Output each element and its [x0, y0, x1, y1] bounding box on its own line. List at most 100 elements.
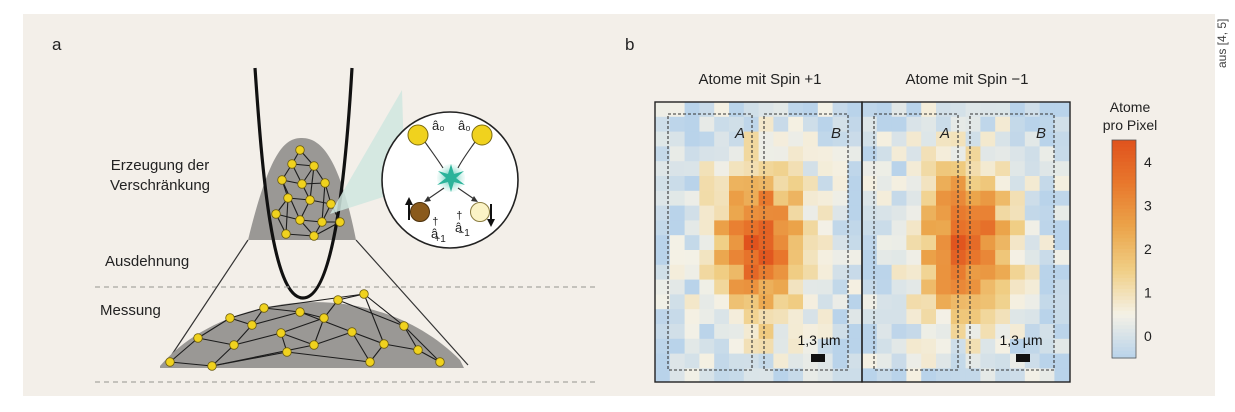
spin-minus-pixel — [891, 102, 907, 118]
spin-plus-pixel — [729, 324, 745, 340]
spin-plus-pixel — [655, 131, 671, 147]
spin-plus-pixel — [758, 309, 774, 325]
spin-minus-pixel — [936, 235, 952, 251]
spin-plus-pixel — [847, 368, 862, 382]
colorbar-segment — [1112, 165, 1136, 170]
expanded-atom-edge — [263, 293, 365, 309]
spin-plus-pixel — [817, 116, 833, 132]
colorbar-segment — [1112, 310, 1136, 315]
spin-minus-pixel — [921, 235, 937, 251]
spin-minus-pixel — [906, 205, 922, 221]
spin-plus-pixel — [669, 279, 685, 295]
spin-plus-pixel — [773, 250, 789, 266]
spin-minus-pixel — [1054, 338, 1070, 354]
spin-plus-pixel — [773, 235, 789, 251]
spin-minus-pixel — [980, 309, 996, 325]
spin-plus-pixel — [817, 279, 833, 295]
expansion-label: Ausdehnung — [105, 253, 189, 270]
spin-plus-pixel — [758, 102, 774, 118]
spin-minus-pixel — [1010, 338, 1026, 354]
expanded-atom-edge — [280, 332, 315, 346]
spin-minus-pixel — [862, 338, 878, 354]
spin-minus-pixel — [1054, 176, 1070, 192]
spin-minus-pixel — [995, 353, 1011, 369]
spin-plus-pixel — [788, 146, 804, 162]
scale-label-right: 1,3 µm — [999, 332, 1042, 348]
spin-plus-pixel — [699, 235, 715, 251]
colorbar-segment — [1112, 176, 1136, 181]
expanded-atom-edge — [169, 337, 199, 363]
spin-plus-pixel — [847, 264, 862, 280]
spin-minus-pixel — [995, 146, 1011, 162]
spin-minus-pixel — [950, 131, 966, 147]
spin-minus-pixel — [1010, 190, 1026, 206]
spin-minus-pixel — [995, 368, 1011, 382]
spin-plus-pixel — [655, 309, 671, 325]
spin-minus-pixel — [891, 146, 907, 162]
spin-plus-pixel — [684, 279, 700, 295]
spin-minus-pixel — [1054, 250, 1070, 266]
spin-plus-pixel — [758, 161, 774, 177]
expanded-atom-edge — [197, 317, 231, 339]
spin-plus-pixel — [847, 353, 862, 369]
spin-minus-pixel — [980, 324, 996, 340]
spin-plus-pixel — [684, 146, 700, 162]
spin-plus-pixel — [788, 250, 804, 266]
colorbar-segment — [1112, 238, 1136, 243]
spin-minus-pixel — [936, 368, 952, 382]
colorbar-segment — [1112, 347, 1136, 352]
spin-plus-pixel — [669, 294, 685, 310]
spin-minus-pixel — [1054, 353, 1070, 369]
spin-plus-pixel — [743, 146, 759, 162]
spin-minus-pixel — [936, 294, 952, 310]
spin-plus-pixel — [669, 235, 685, 251]
spin-minus-pixel — [1010, 102, 1026, 118]
trap-atom-node — [320, 178, 330, 188]
colorbar-segment — [1112, 179, 1136, 185]
colorbar-tick-label: 1 — [1144, 285, 1152, 301]
colorbar-segment — [1112, 150, 1136, 156]
spin-minus-pixel — [1024, 190, 1040, 206]
spin-minus-pixel — [862, 146, 878, 162]
trap-atom-node — [277, 175, 287, 185]
colorbar-segment — [1112, 209, 1136, 214]
spin-plus-pixel — [729, 235, 745, 251]
colorbar-segment — [1112, 187, 1136, 192]
colorbar-segment — [1112, 169, 1136, 174]
spin-plus-pixel — [817, 250, 833, 266]
spin-plus-pixel — [729, 220, 745, 236]
spin-minus-pixel — [921, 368, 937, 382]
spin-minus-pixel — [965, 176, 981, 192]
scale-bar-right — [1016, 354, 1030, 362]
spin-plus-pixel — [788, 309, 804, 325]
operator-a-plus: â†+1 — [431, 216, 446, 245]
colorbar-segment — [1112, 223, 1136, 228]
spin-minus-pixel — [862, 220, 878, 236]
spin-plus-pixel — [817, 294, 833, 310]
spin-plus-pixel — [788, 131, 804, 147]
spin-minus-pixel — [876, 205, 892, 221]
spin-minus-pixel — [1024, 338, 1040, 354]
spin-plus-pixel — [788, 161, 804, 177]
spin-minus-pixel — [1010, 264, 1026, 280]
spin-minus-pixel — [906, 338, 922, 354]
spin-minus-pixel — [921, 190, 937, 206]
trap-atom-node — [297, 179, 307, 189]
spin-plus-pixel — [669, 324, 685, 340]
spin-minus-pixel — [1010, 324, 1026, 340]
colorbar-segment — [1112, 216, 1136, 221]
region-a-label-left: A — [734, 125, 745, 142]
spin-minus-pixel — [921, 205, 937, 221]
spin-plus-pixel — [729, 176, 745, 192]
spin-minus-pixel — [921, 116, 937, 132]
spin-plus-pixel — [847, 146, 862, 162]
spin-plus-pixel — [714, 353, 730, 369]
spin-minus-pixel — [891, 250, 907, 266]
spin-plus-pixel — [758, 264, 774, 280]
spin-plus-pixel — [714, 264, 730, 280]
spin-minus-pixel — [1010, 235, 1026, 251]
spin-minus-pixel — [1039, 309, 1055, 325]
expanded-atom-node — [193, 333, 203, 343]
colorbar-outline — [1111, 139, 1137, 359]
spin-minus-pixel — [862, 324, 878, 340]
